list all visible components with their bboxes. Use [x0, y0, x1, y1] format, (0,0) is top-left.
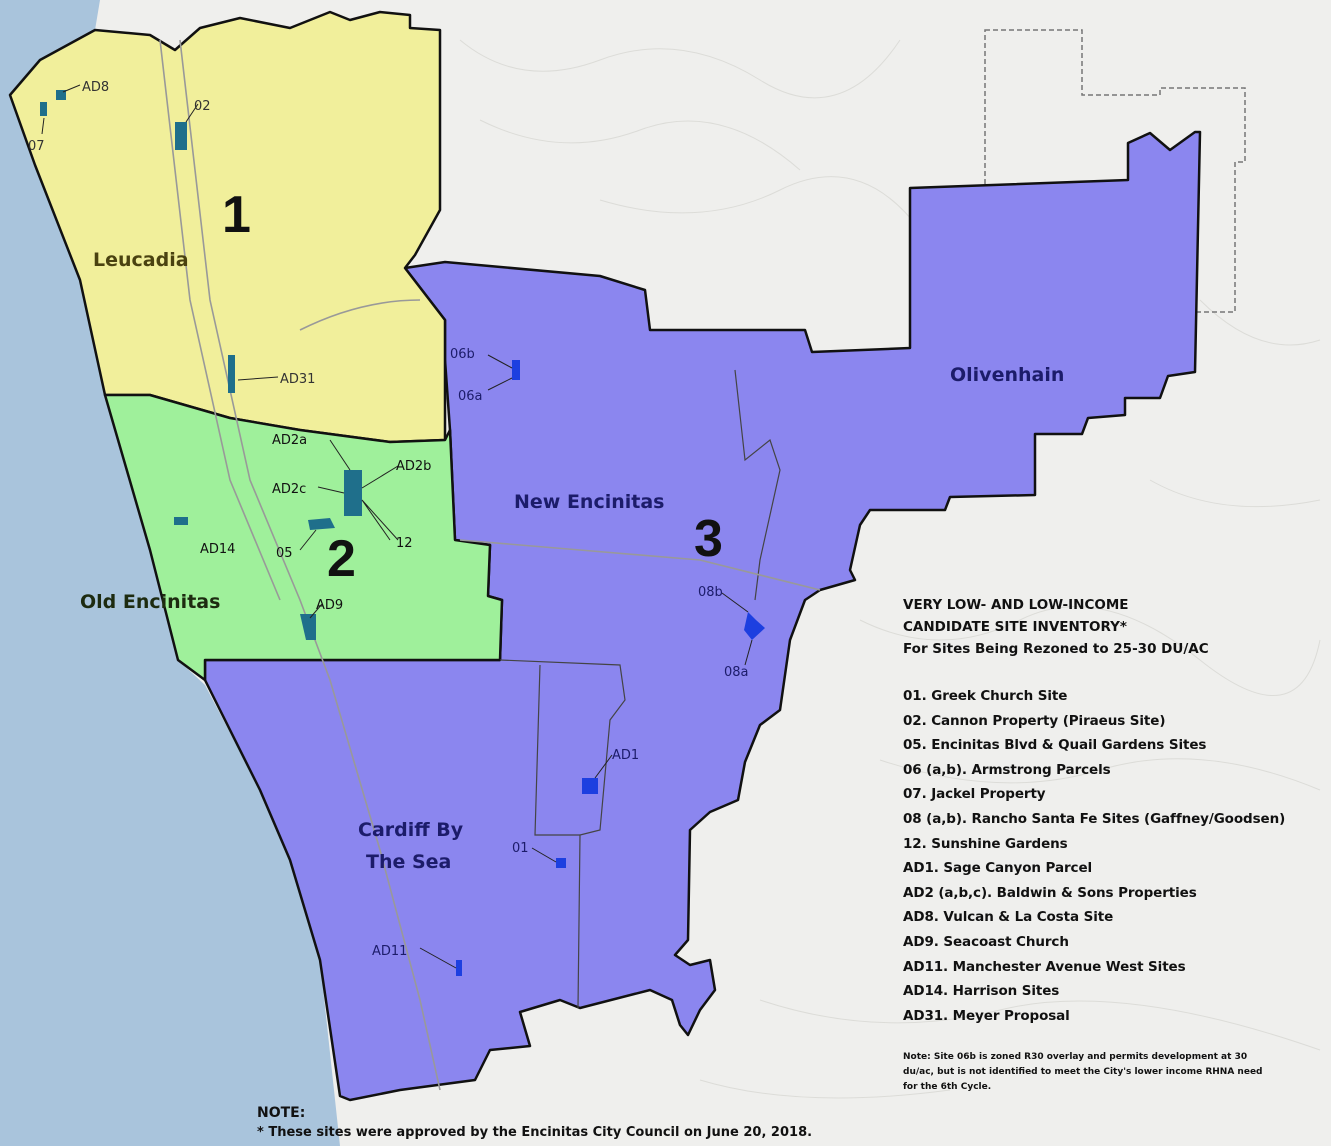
site-ad9: [300, 614, 316, 640]
site-06: [512, 360, 520, 380]
site-label-ad1: AD1: [612, 748, 639, 763]
site-label-ad14: AD14: [200, 542, 235, 557]
legend-subtitle: For Sites Being Rezoned to 25-30 DU/AC: [903, 641, 1209, 657]
site-label-ad2a: AD2a: [272, 433, 307, 448]
site-label-08a: 08a: [724, 665, 749, 680]
site-ad11: [456, 960, 462, 976]
site-label-02: 02: [194, 99, 211, 114]
district-3-area: [203, 130, 1202, 1102]
footer-note: NOTE: * These sites were approved by the…: [257, 1103, 812, 1143]
site-parcels: [40, 90, 765, 976]
legend-item: 02. Cannon Property (Piraeus Site): [903, 712, 1166, 729]
site-ad14: [174, 517, 188, 525]
site-label-07: 07: [28, 139, 45, 154]
site-label-ad11: AD11: [372, 944, 407, 959]
site-label-ad9: AD9: [316, 598, 343, 613]
legend-item: 12. Sunshine Gardens: [903, 835, 1068, 852]
site-label-ad2c: AD2c: [272, 482, 306, 497]
site-label-ad2b: AD2b: [396, 459, 431, 474]
community-new-encinitas: New Encinitas: [514, 491, 665, 513]
legend-item: AD9. Seacoast Church: [903, 933, 1069, 950]
dashed-boundary: [984, 29, 1246, 313]
district-1-number: 1: [222, 186, 251, 244]
legend-item: AD31. Meyer Proposal: [903, 1007, 1070, 1024]
site-01: [556, 858, 566, 868]
footer-note-label: NOTE:: [257, 1105, 306, 1121]
community-old-encinitas: Old Encinitas: [80, 591, 220, 613]
legend-item: AD2 (a,b,c). Baldwin & Sons Properties: [903, 884, 1197, 901]
legend-item: 08 (a,b). Rancho Santa Fe Sites (Gaffney…: [903, 810, 1286, 827]
site-ad31: [228, 355, 235, 393]
community-cardiff-line1: Cardiff By: [358, 819, 464, 841]
legend-item: AD14. Harrison Sites: [903, 983, 1060, 1000]
street-texture: [459, 39, 1321, 1099]
legend-note: Note: Site 06b is zoned R30 overlay and …: [903, 1052, 1263, 1093]
site-label-01: 01: [512, 841, 529, 856]
ocean: [0, 0, 340, 1146]
legend-item: AD8. Vulcan & La Costa Site: [903, 909, 1114, 926]
footer-note-text: * These sites were approved by the Encin…: [257, 1125, 813, 1140]
site-label-ad31: AD31: [280, 372, 315, 387]
community-cardiff-line2: The Sea: [366, 851, 451, 873]
district-2-number: 2: [327, 530, 356, 588]
legend-item: AD1. Sage Canyon Parcel: [903, 860, 1093, 877]
site-label-12: 12: [396, 536, 413, 551]
site-label-05: 05: [276, 546, 293, 561]
site-ad1: [582, 778, 598, 794]
community-olivenhain: Olivenhain: [950, 364, 1064, 386]
leader-lines: [41, 84, 753, 969]
site-07: [40, 102, 47, 116]
site-ad2: [344, 470, 362, 516]
site-label-08b: 08b: [698, 585, 723, 600]
legend-item: 05. Encinitas Blvd & Quail Gardens Sites: [903, 737, 1207, 754]
site-labels: AD8 07 02 AD31 AD2a AD2b AD2c AD14 05 12…: [28, 80, 749, 959]
legend-panel: VERY LOW- AND LOW-INCOME CANDIDATE SITE …: [903, 594, 1323, 1095]
site-label-06b: 06b: [450, 347, 475, 362]
district-3-number: 3: [694, 510, 723, 568]
legend-item: 06 (a,b). Armstrong Parcels: [903, 761, 1111, 778]
site-label-ad8: AD8: [82, 80, 109, 95]
legend-title: VERY LOW- AND LOW-INCOME: [903, 597, 1129, 613]
site-08: [744, 612, 765, 640]
legend-item: 07. Jackel Property: [903, 786, 1046, 803]
district-2-area: [103, 393, 504, 682]
legend-item: 01. Greek Church Site: [903, 688, 1068, 704]
site-ad8: [56, 90, 66, 100]
site-05: [308, 518, 335, 530]
community-boundaries: [499, 369, 781, 1009]
site-label-06a: 06a: [458, 389, 483, 404]
legend-title-2: CANDIDATE SITE INVENTORY*: [903, 619, 1127, 635]
legend-item: AD11. Manchester Avenue West Sites: [903, 958, 1186, 975]
community-leucadia: Leucadia: [93, 249, 189, 271]
site-02: [175, 122, 187, 150]
